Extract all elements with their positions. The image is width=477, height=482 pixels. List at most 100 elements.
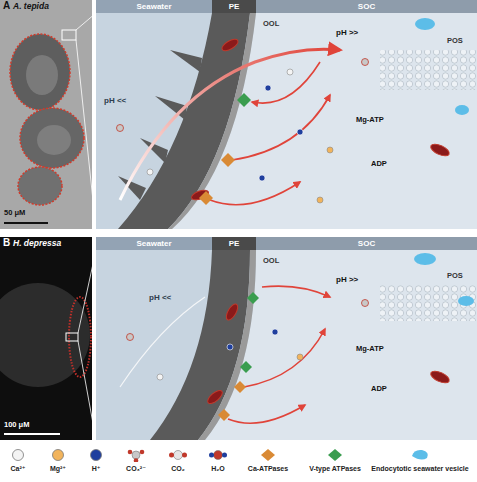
zoom-box — [66, 333, 78, 341]
carbonate-ion — [117, 125, 124, 132]
cell-chamber — [69, 297, 91, 377]
molecule-label: Mg-ATP — [355, 116, 385, 125]
cell-chamber — [20, 108, 84, 168]
magnesium-ion — [327, 147, 333, 153]
ph-label: pH << — [148, 293, 172, 302]
legend-text: H₂O — [211, 465, 225, 473]
molecule-label: ADP — [370, 385, 388, 394]
panel-letter: B — [2, 237, 11, 249]
region-label: POS — [446, 37, 464, 46]
proton — [259, 175, 265, 181]
header-band: SOC — [256, 237, 477, 250]
legend-text: Endocytotic seawater vesicle — [371, 465, 468, 473]
band-label: SOC — [358, 239, 375, 248]
zoom-line — [78, 341, 96, 440]
legend-swatch — [324, 448, 346, 462]
molecule-label: Mg-ATP — [355, 345, 385, 354]
cell-chamber — [18, 167, 62, 205]
legend-text: Ca-ATPases — [248, 465, 288, 473]
cell-core — [37, 125, 71, 155]
v-type-atpase — [237, 93, 251, 107]
mitochondrion — [206, 388, 225, 406]
legend-swatch — [257, 448, 279, 462]
legend-swatch — [85, 448, 107, 462]
diffusion-line — [120, 297, 205, 387]
legend-swatch — [7, 448, 29, 462]
vesicle — [455, 105, 469, 115]
molecule-label: ADP — [370, 160, 388, 169]
header-band: PE — [212, 237, 256, 250]
legend-text: V-type ATPases — [309, 465, 361, 473]
legend-swatch — [47, 448, 69, 462]
species-name: A. tepida — [13, 2, 49, 12]
header-band: PE — [212, 0, 256, 13]
scale-bar — [4, 222, 48, 224]
scale-label: 100 μM — [4, 421, 29, 430]
mitochondrion — [429, 142, 451, 159]
legend-text: Ca²⁺ — [11, 465, 26, 473]
micrograph — [0, 0, 92, 229]
scale-label: 50 μM — [4, 209, 25, 218]
legend-ground — [0, 445, 477, 482]
legend-swatch — [409, 448, 431, 462]
ca-atpase — [218, 409, 230, 421]
header-band: Seawater — [96, 237, 212, 250]
mitochondrion — [429, 369, 451, 386]
ca-atpase — [199, 191, 213, 205]
legend-swatch — [207, 448, 229, 462]
ph-label: pH << — [103, 96, 127, 105]
vesicle — [414, 253, 436, 265]
ool-layer — [168, 13, 256, 229]
transport-arrow — [252, 62, 320, 103]
region-label: POS — [446, 272, 464, 281]
v-type-atpase — [240, 361, 252, 373]
carbonate-ion — [362, 300, 369, 307]
legend-text: Mg²⁺ — [50, 465, 66, 473]
band-label: Seawater — [136, 239, 171, 248]
vesicle — [415, 18, 435, 30]
photo-panel: A. tepida 50 μM — [0, 0, 92, 229]
legend-text: CO₂ — [171, 465, 185, 473]
transport-arrow — [210, 182, 300, 205]
transport-arrow — [228, 405, 305, 423]
transport-arrow — [262, 286, 330, 297]
band-label: PE — [229, 2, 240, 11]
legend-swatch — [125, 448, 147, 462]
seawater-region — [96, 13, 477, 229]
legend-text: H⁺ — [92, 465, 101, 473]
shell-pe — [150, 250, 250, 440]
ca-atpase — [234, 381, 246, 393]
zoom-box — [62, 30, 76, 40]
mitochondrion — [224, 302, 240, 322]
header-band: Seawater — [96, 0, 212, 13]
ph-label: pH >> — [335, 275, 359, 284]
band-label: PE — [229, 239, 240, 248]
carbonate-ion — [127, 334, 134, 341]
scale-bar — [4, 433, 60, 435]
species-name: H. depressa — [13, 239, 61, 249]
test-body — [0, 283, 90, 387]
legend-text: CO₃²⁻ — [126, 465, 146, 473]
ph-label: pH >> — [335, 28, 359, 37]
ca-atpase — [221, 153, 235, 167]
proton — [265, 85, 271, 91]
panel-b-art — [0, 237, 477, 440]
magnesium-ion — [297, 354, 303, 360]
transport-arrow — [244, 329, 325, 387]
panel-letter: A — [2, 0, 11, 12]
calcium-ion — [157, 374, 163, 380]
seawater-region — [96, 250, 477, 440]
legend-swatch — [167, 448, 189, 462]
transport-arrow — [120, 49, 340, 200]
v-type-atpase — [247, 292, 259, 304]
mitochondrion — [220, 37, 240, 53]
proton — [227, 344, 233, 350]
shell-spike — [170, 50, 202, 72]
pos-spheres — [380, 50, 477, 90]
zoom-line — [76, 13, 96, 30]
carbonate-ion — [362, 59, 369, 66]
magnesium-ion — [317, 197, 323, 203]
band-label: Seawater — [136, 2, 171, 11]
region-label: OOL — [262, 20, 280, 29]
